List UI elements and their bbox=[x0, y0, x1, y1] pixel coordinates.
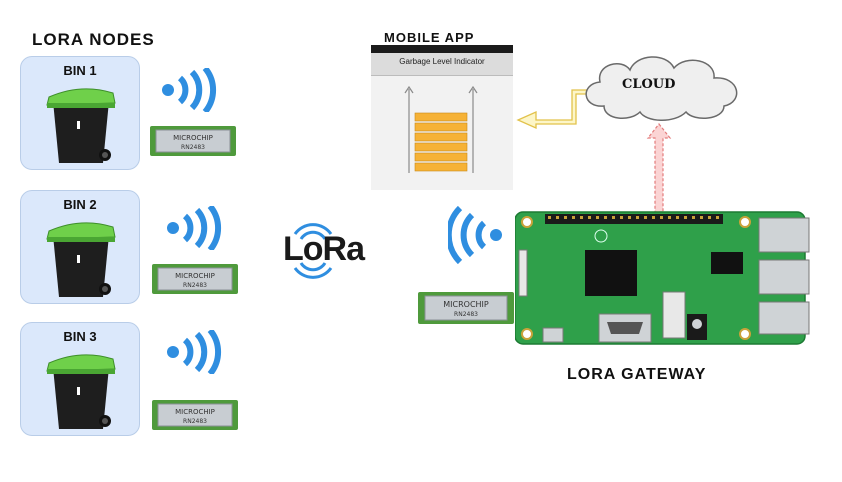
lora-module-icon: MICROCHIP RN2483 bbox=[418, 292, 514, 324]
app-screen-title: Garbage Level Indicator bbox=[399, 57, 485, 66]
lora-logo-waves-icon bbox=[293, 223, 333, 279]
bin-card-2: BIN 2 bbox=[20, 190, 140, 304]
level-bar bbox=[414, 162, 468, 172]
level-bar bbox=[414, 152, 468, 162]
lora-nodes-title: LORA NODES bbox=[32, 30, 155, 49]
level-bars bbox=[414, 112, 468, 172]
wifi-signal-icon bbox=[162, 68, 217, 112]
garbage-bin-icon bbox=[46, 222, 116, 297]
garbage-bin-icon bbox=[46, 88, 116, 163]
module-brand: MICROCHIP bbox=[173, 134, 213, 142]
bin-card-3: BIN 3 bbox=[20, 322, 140, 436]
level-bar bbox=[414, 112, 468, 122]
level-bar bbox=[414, 132, 468, 142]
module-brand: MICROCHIP bbox=[443, 300, 489, 309]
bin-label: BIN 3 bbox=[63, 329, 97, 344]
bin-label: BIN 2 bbox=[63, 197, 97, 212]
lora-module-icon: MICROCHIP RN2483 bbox=[152, 264, 238, 294]
lora-module-icon: MICROCHIP RN2483 bbox=[152, 400, 238, 430]
level-bar bbox=[414, 142, 468, 152]
mobile-app-title: MOBILE APP bbox=[384, 30, 475, 45]
status-bar bbox=[371, 45, 513, 53]
lora-logo: LoRa bbox=[283, 220, 423, 280]
garbage-level-indicator bbox=[404, 85, 478, 173]
cloud-label: CLOUD bbox=[622, 77, 676, 92]
level-bar bbox=[414, 122, 468, 132]
lora-gateway-title: LORA GATEWAY bbox=[567, 366, 707, 383]
raspberry-pi-gateway-icon bbox=[515, 211, 810, 345]
bin-label: BIN 1 bbox=[63, 63, 97, 78]
garbage-bin-icon bbox=[46, 354, 116, 429]
mobile-app-screen: Garbage Level Indicator bbox=[371, 45, 513, 190]
module-brand: MICROCHIP bbox=[175, 408, 215, 416]
module-brand: MICROCHIP bbox=[175, 272, 215, 280]
module-model: RN2483 bbox=[181, 144, 205, 151]
module-model: RN2483 bbox=[183, 418, 207, 425]
gateway-to-cloud-arrow bbox=[646, 123, 672, 213]
cloud-icon bbox=[585, 56, 738, 121]
wifi-signal-icon bbox=[448, 206, 502, 264]
bin-card-1: BIN 1 bbox=[20, 56, 140, 170]
lora-module-icon: MICROCHIP RN2483 bbox=[150, 126, 236, 156]
module-model: RN2483 bbox=[183, 282, 207, 289]
app-title-bar: Garbage Level Indicator bbox=[371, 53, 513, 76]
wifi-signal-icon bbox=[167, 206, 222, 250]
lora-logo-text: LoRa bbox=[283, 230, 365, 268]
wifi-signal-icon bbox=[167, 330, 222, 374]
module-model: RN2483 bbox=[454, 311, 478, 318]
